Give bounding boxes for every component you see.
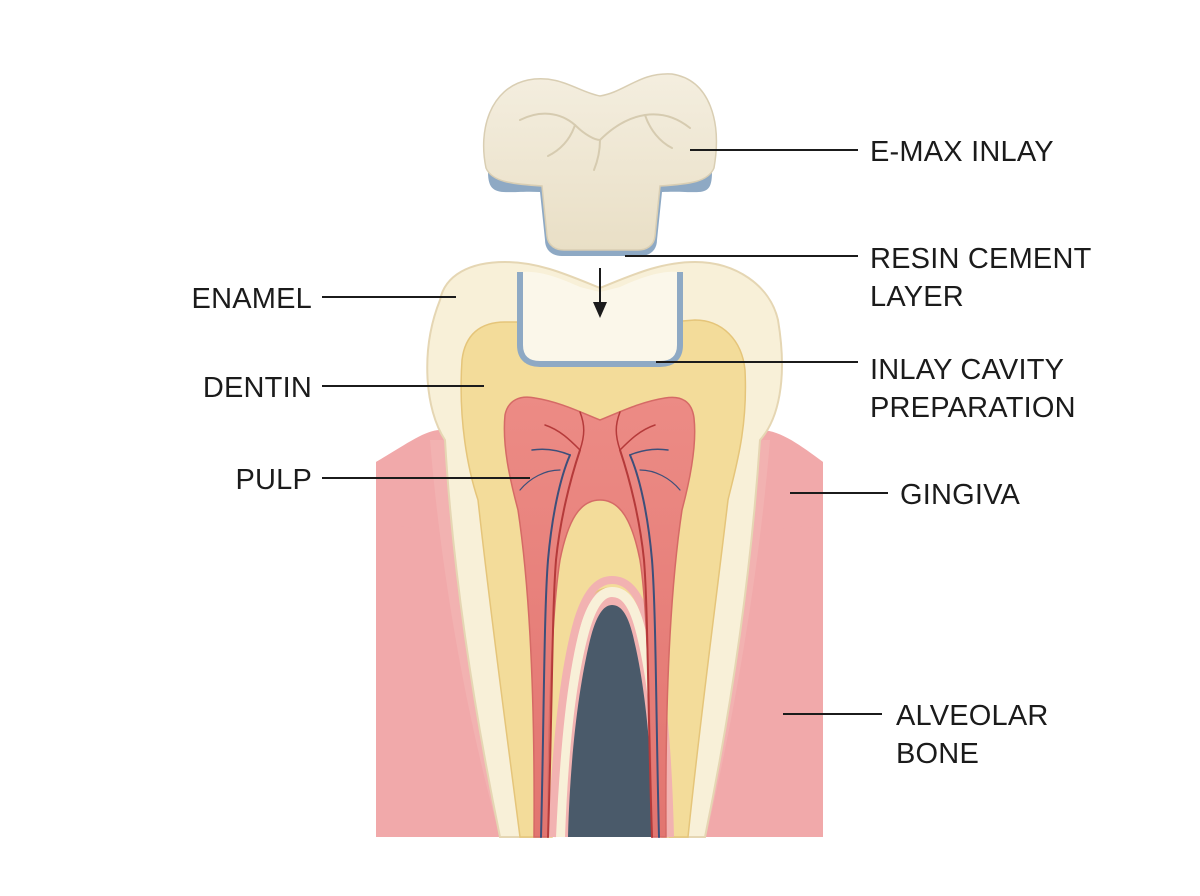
label-resin-cement-line1: RESIN CEMENT [870,243,1092,275]
label-dentin: DENTIN [203,372,312,404]
cement-lining-cavity [517,272,683,367]
label-pulp: PULP [235,464,312,496]
label-resin-cement: RESIN CEMENT LAYER [870,243,1099,313]
label-inlay-cavity: INLAY CAVITY PREPARATION [870,354,1076,424]
label-alveolar-bone-line1: ALVEOLAR [896,700,1049,732]
pulp-vessels [519,411,681,838]
label-inlay-cavity-line1: INLAY CAVITY [870,354,1064,386]
label-alveolar-bone-line2: BONE [896,738,979,770]
label-resin-cement-line2: LAYER [870,281,964,313]
label-emax-inlay: E-MAX INLAY [870,136,1054,168]
insertion-arrow [593,268,607,318]
emax-inlay-shape [482,73,718,251]
label-inlay-cavity-line2: PREPARATION [870,392,1076,424]
label-gingiva: GINGIVA [900,479,1021,511]
inlay-occlusal-grooves [519,112,691,171]
label-alveolar-bone: ALVEOLAR BONE [896,700,1057,770]
root-inner-band [568,605,654,837]
label-enamel: ENAMEL [192,283,312,315]
